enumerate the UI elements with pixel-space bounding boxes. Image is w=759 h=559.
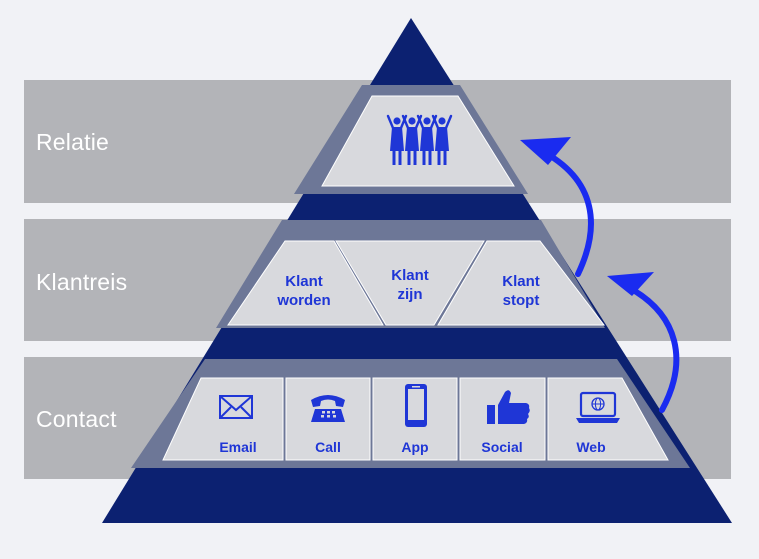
band-label-contact: Contact [36, 406, 117, 432]
thumbs-up-icon [487, 390, 530, 424]
step-cell-klant-stopt [437, 240, 606, 326]
laptop-globe-icon [576, 391, 620, 423]
step-label-klant-worden: Klant worden [277, 273, 331, 309]
telephone-icon [311, 395, 345, 422]
smartphone-icon [405, 384, 427, 427]
channel-label-call: Call [315, 439, 341, 455]
envelope-icon [219, 395, 253, 419]
step-label-klant-zijn: Klant zijn [391, 267, 429, 303]
channel-label-web: Web [576, 439, 606, 455]
people-group-icon [386, 114, 453, 167]
growth-arrow-lower [607, 272, 680, 413]
channel-label-app: App [401, 439, 429, 455]
growth-arrow-upper [520, 137, 594, 277]
band-label-relatie: Relatie [36, 129, 109, 155]
step-label-klant-stopt: Klant stopt [502, 273, 540, 309]
band-label-klantreis: Klantreis [36, 269, 128, 295]
step-cell-klant-zijn [335, 240, 485, 326]
channel-label-email: Email [219, 439, 257, 455]
channel-label-social: Social [481, 439, 523, 455]
step-cell-klant-worden [227, 240, 384, 326]
